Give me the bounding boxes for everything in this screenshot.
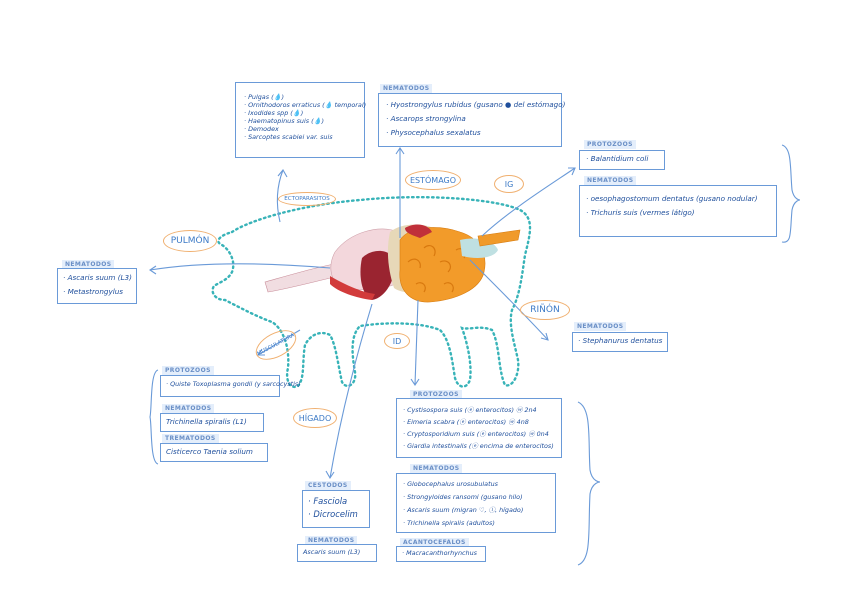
list-item: Ascaris suum (L3) xyxy=(303,548,361,556)
list-item: · Trichinella spiralis (adultos) xyxy=(403,519,495,527)
label-kidney: RIÑÓN xyxy=(520,300,570,320)
arrow-lung xyxy=(149,263,331,271)
arrow-kidney xyxy=(469,259,549,341)
muscle-nematodes-box: Trichinella spiralis (L1) xyxy=(160,413,264,432)
list-item: · Giardia intestinalis (ⓔ encima de ente… xyxy=(403,442,554,450)
arrow-id xyxy=(414,299,419,386)
arrowhead-liver xyxy=(325,470,335,480)
arrowhead-muscle xyxy=(256,348,265,356)
list-item: · Strongyloides ransomi (gusano hilo) xyxy=(403,493,523,501)
list-item: · Ornithodoros erraticus (💧 temporal) xyxy=(244,101,367,109)
arrow-muscle xyxy=(257,329,301,356)
list-item: · Macracanthorhynchus xyxy=(402,549,477,557)
header-si-nematodes: NEMATODOS xyxy=(410,464,463,473)
stomach-nematodes-box: · Hyostrongylus rubidus (gusano ● del es… xyxy=(378,93,566,147)
list-item: · Stephanurus dentatus xyxy=(578,336,663,345)
muscle-protozoa-box: · Quiste Toxoplasma gondii (y sarcocysti… xyxy=(160,375,301,397)
label-liver: HÍGADO xyxy=(293,408,337,428)
arrowhead-id xyxy=(410,378,420,386)
brace-li xyxy=(781,144,801,243)
list-item: · Ascaris suum (L3) xyxy=(63,273,132,282)
list-item: · Trichuris suis (vermes látigo) xyxy=(586,208,695,217)
liver-nematodes-box: Ascaris suum (L3) xyxy=(297,544,377,562)
list-item: · Sarcoptes scabiei var. suis xyxy=(244,133,333,141)
brace-si xyxy=(577,401,601,566)
li-protozoa-box: · Balantidium coli xyxy=(579,150,665,170)
si-acanthocephala-box: · Macracanthorhynchus xyxy=(396,546,486,562)
intestine-coils xyxy=(407,244,466,293)
arrowhead-li xyxy=(568,167,576,176)
li-nematodes-box: · oesophagostomum dentatus (gusano nodul… xyxy=(579,185,777,237)
arrowhead-kidney xyxy=(540,332,549,341)
header-kidney-nematodes: NEMATODOS xyxy=(574,322,627,331)
si-nematodes-box: · Globocephalus urosubulatus · Strongylo… xyxy=(396,473,556,533)
list-item: Cisticerco Taenia solium xyxy=(166,447,253,456)
arrowhead-lung xyxy=(149,265,157,275)
list-item: · Fasciola xyxy=(308,496,348,506)
label-id: ID xyxy=(384,333,410,349)
list-item: · Eimeria scabra (ⓔ enterocitos) ⓦ 4n8 xyxy=(403,418,529,426)
list-item: · Haematopinus suis (💧) xyxy=(244,117,325,125)
spleen-shape xyxy=(405,224,432,238)
heart-shape xyxy=(360,250,396,300)
arrow-ectoparasites xyxy=(276,169,284,223)
header-muscle-trematodes: TREMATODOS xyxy=(162,434,219,443)
arrow-li xyxy=(481,167,576,237)
header-muscle-protozoa: PROTOZOOS xyxy=(162,366,214,375)
list-item: · Cystisospora suis (ⓔ enterocitos) ⓦ 2n… xyxy=(403,406,537,414)
list-item: · Demodex xyxy=(244,125,279,133)
list-item: · Quiste Toxoplasma gondii (y sarcocysti… xyxy=(166,380,301,388)
list-item: · Balantidium coli xyxy=(586,154,649,163)
header-li-protozoa: PROTOZOOS xyxy=(584,140,636,149)
list-item: · Ascaris suum (migran ♡, ⓛ, hígado) xyxy=(403,506,524,514)
muscle-bracket xyxy=(149,369,159,465)
liver-shape xyxy=(330,276,375,300)
label-ig: IG xyxy=(494,175,524,193)
header-si-protozoa: PROTOZOOS xyxy=(410,390,462,399)
ectoparasites-box: · Pulgas (💧) · Ornithodoros erraticus (💧… xyxy=(235,82,367,158)
list-item: · Pulgas (💧) xyxy=(244,93,285,101)
list-item: · Ascarops strongylina xyxy=(386,114,466,123)
list-item: Trichinella spiralis (L1) xyxy=(166,417,247,426)
label-ectoparasites: ECTOPARASITOS xyxy=(278,192,336,206)
kidney-nematodes-box: · Stephanurus dentatus xyxy=(572,332,668,352)
header-li-nematodes: NEMATODOS xyxy=(584,176,637,185)
arrow-liver xyxy=(329,303,373,479)
list-item: · Hyostrongylus rubidus (gusano ● del es… xyxy=(386,100,566,109)
rectum-shape xyxy=(477,229,521,247)
header-lung-nematodes: NEMATODOS xyxy=(62,260,115,269)
header-si-acanthocephala: ACANTOCEFALOS xyxy=(400,538,469,547)
label-lung: PULMÓN xyxy=(163,230,217,252)
arrowhead-stomach xyxy=(395,147,405,155)
si-protozoa-box: · Cystisospora suis (ⓔ enterocitos) ⓦ 2n… xyxy=(396,398,562,458)
header-muscle-nematodes: NEMATODOS xyxy=(162,404,215,413)
list-item: · Metastrongylus xyxy=(63,287,123,296)
list-item: · Cryptosporidium suis (ⓔ enterocitos) ⓦ… xyxy=(403,430,549,438)
header-liver-cestodes: CESTODOS xyxy=(305,481,351,490)
list-item: · Ixodides spp (💧) xyxy=(244,109,304,117)
header-stomach-nematodes: NEMATODOS xyxy=(380,84,433,93)
list-item: · oesophagostomum dentatus (gusano nodul… xyxy=(586,194,758,203)
pig-body-outline xyxy=(211,195,532,389)
label-stomach: ESTÓMAGO xyxy=(405,170,461,190)
header-liver-nematodes: NEMATODOS xyxy=(305,536,358,545)
arrowhead-ectoparasites xyxy=(277,169,288,178)
list-item: · Dicrocelim xyxy=(308,509,358,519)
muscle-trematodes-box: Cisticerco Taenia solium xyxy=(160,443,268,462)
list-item: · Globocephalus urosubulatus xyxy=(403,480,498,488)
liver-cestodes-box: · Fasciola · Dicrocelim xyxy=(302,490,370,528)
list-item: · Physocephalus sexalatus xyxy=(386,128,481,137)
lung-nematodes-box: · Ascaris suum (L3) · Metastrongylus xyxy=(57,268,137,304)
